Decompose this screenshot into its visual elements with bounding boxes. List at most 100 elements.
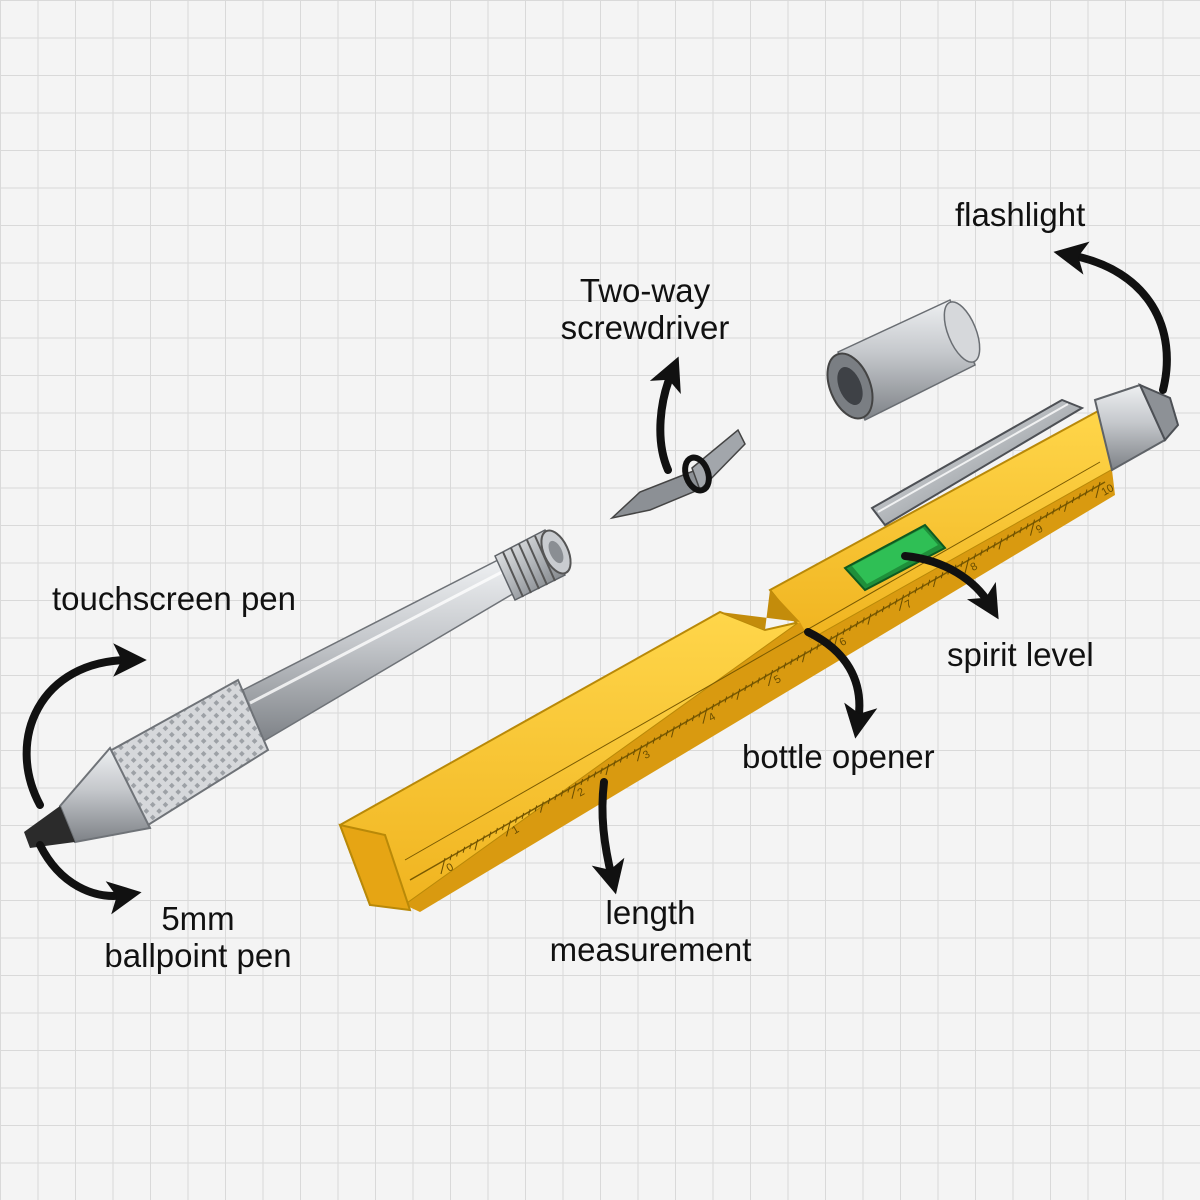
ruler-tick [440, 857, 446, 875]
ruler-tick [914, 587, 918, 594]
ruler-tick [593, 771, 597, 778]
ruler-tick [1052, 508, 1055, 515]
touchscreen-label: touchscreen pen [52, 580, 297, 617]
ruler-tick [702, 707, 708, 724]
ruler-tick [862, 617, 865, 624]
ruler-tick [802, 651, 806, 663]
spirit-level-window [843, 523, 947, 592]
ruler-tick [867, 613, 872, 625]
ruler-tick [698, 711, 701, 718]
ballpoint-label: 5mm ballpoint pen [92, 900, 304, 974]
ruler-tick [469, 842, 472, 850]
ruler-tick [998, 538, 1003, 550]
ruler-number: 0 [445, 861, 456, 874]
flashlight-cap [826, 298, 981, 422]
flashlight-head [1093, 383, 1180, 472]
ruler-tick [718, 699, 721, 707]
ruler-tick [554, 793, 557, 801]
ruler-tick [790, 658, 793, 665]
ruler-tick [506, 820, 511, 837]
length-label-line-2: measurement [549, 931, 752, 968]
ruler-tick [1025, 523, 1029, 530]
ruler-tick [986, 545, 990, 553]
ruler-tick [534, 805, 538, 812]
ruler-tick [993, 542, 996, 549]
ruler-tick [560, 790, 564, 797]
annotation-arrows [22, 241, 1171, 915]
ruler-tick [605, 763, 610, 776]
ruler-tick [1039, 515, 1042, 522]
screwdriver-bit [609, 428, 746, 520]
ruler-tick [1006, 534, 1009, 541]
ruler-tick [1012, 530, 1016, 538]
ruler-tick [888, 602, 891, 609]
length-label-line-1: length [605, 894, 696, 931]
ruler-tick [571, 782, 577, 799]
ruler-tick [547, 797, 551, 804]
ruler-tick [960, 560, 963, 568]
ballpoint-label-line-2: ballpoint pen [104, 937, 292, 974]
ruler-tick [678, 722, 682, 729]
bottle-opener-label: bottle opener [742, 738, 935, 775]
ruler-number: 8 [969, 560, 980, 573]
ruler-tick [927, 579, 931, 586]
ruler-tick [587, 775, 590, 782]
ruler-tick [521, 812, 525, 820]
ruler-tick [1091, 485, 1094, 492]
ruler-tick [875, 609, 878, 616]
ruler-tick [768, 669, 773, 687]
ruler-tick [908, 590, 911, 598]
ruler-tick [1030, 519, 1035, 536]
ruler-tick [1095, 481, 1101, 499]
ruler-tick [691, 714, 695, 722]
ballpoint-tip [24, 806, 75, 848]
screwdriver-label-line-1: Two-way [579, 272, 711, 309]
ruler-tick [619, 756, 623, 763]
ruler-number: 5 [772, 673, 783, 686]
ruler-baseline [409, 481, 1106, 881]
ruler-tick [763, 673, 767, 680]
ruler-tick [528, 808, 531, 816]
ruler-tick [652, 737, 656, 744]
ruler-tick [474, 839, 479, 851]
ruler-number: 9 [1034, 523, 1045, 536]
ruler-number: 2 [576, 786, 587, 799]
ruler-tick [1064, 500, 1068, 512]
spirit-level-label: spirit level [947, 636, 1094, 673]
ruler-number: 4 [707, 711, 718, 724]
ruler-tick [940, 572, 944, 579]
ruler-tick [964, 557, 970, 574]
ballpoint-arrow [36, 841, 142, 915]
ruler-tick [456, 850, 459, 857]
ruler-tick [724, 696, 728, 703]
screwdriver-arrow [649, 356, 681, 474]
ruler-tick [665, 730, 669, 737]
ruler-number: 10 [1100, 482, 1117, 499]
ruler-tick [855, 620, 859, 628]
ruler-tick [1058, 504, 1062, 511]
ruler-tick [637, 745, 642, 762]
ruler-number: 3 [641, 748, 652, 761]
ruler-tick [842, 628, 846, 635]
touchscreen-rotate-arrow [22, 643, 147, 809]
ruler-tick [580, 778, 584, 786]
flashlight-label: flashlight [955, 196, 1086, 233]
touchscreen-pen-section [24, 528, 572, 848]
ruler-tick [809, 647, 813, 654]
ruler-tick [736, 688, 741, 700]
ruler-number: 7 [903, 598, 914, 611]
ruler-tick [659, 733, 662, 741]
flashlight-arrow [1053, 241, 1171, 394]
ruler-tick [894, 598, 898, 605]
ruler-tick [685, 718, 688, 726]
screwdriver-label: Two-way screwdriver [550, 272, 740, 346]
length-label: length measurement [538, 894, 763, 968]
ruler-tick [731, 692, 734, 699]
ruler-tick [744, 684, 747, 692]
ruler-tick [671, 726, 675, 738]
pocket-clip [870, 398, 1085, 527]
thread-connector [494, 528, 572, 602]
ruler-tick [1078, 493, 1081, 500]
bottle-opener-arrow [804, 628, 878, 739]
